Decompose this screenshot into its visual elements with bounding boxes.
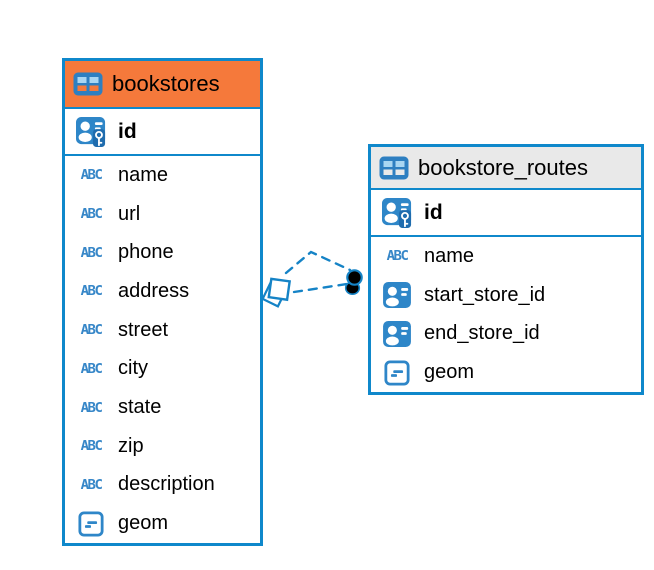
column-row-description[interactable]: ABC description <box>65 466 260 505</box>
table-bookstore-routes[interactable]: bookstore_routes id ABC name start_store… <box>368 144 644 395</box>
column-row-end-store-id[interactable]: end_store_id <box>371 315 641 354</box>
circle-endpoint-upper[interactable] <box>346 269 363 286</box>
column-row-id[interactable]: id <box>371 190 641 237</box>
column-row-address[interactable]: ABC address <box>65 272 260 311</box>
column-list: ABC name ABC url ABC phone ABC address A… <box>65 156 260 543</box>
column-row-street[interactable]: ABC street <box>65 311 260 350</box>
column-name: state <box>118 396 162 419</box>
text-type-icon: ABC <box>80 322 103 338</box>
table-icon <box>73 72 103 96</box>
column-row-url[interactable]: ABC url <box>65 195 260 234</box>
relationship-line-lower[interactable] <box>292 282 349 294</box>
text-type-icon: ABC <box>80 399 103 416</box>
text-type-icon: ABC <box>80 438 103 454</box>
column-row-zip[interactable]: ABC zip <box>65 427 260 466</box>
diamond-endpoint[interactable] <box>267 277 292 302</box>
column-row-phone[interactable]: ABC phone <box>65 233 260 272</box>
column-row-city[interactable]: ABC city <box>65 350 260 389</box>
column-name: phone <box>118 241 174 264</box>
column-name: zip <box>118 434 144 457</box>
column-name: description <box>118 473 215 496</box>
column-name: street <box>118 318 169 341</box>
text-type-icon: ABC <box>80 167 103 183</box>
column-row-state[interactable]: ABC state <box>65 388 260 427</box>
diamond-endpoint-back[interactable] <box>261 282 287 308</box>
column-row-id[interactable]: id <box>65 109 260 156</box>
column-name: start_store_id <box>424 283 546 306</box>
column-name: geom <box>118 512 169 535</box>
column-row-geom[interactable]: geom <box>371 353 641 392</box>
table-header[interactable]: bookstore_routes <box>371 147 641 190</box>
text-type-icon: ABC <box>80 477 103 493</box>
column-row-name[interactable]: ABC name <box>371 237 641 276</box>
text-type-icon: ABC <box>80 361 103 377</box>
geometry-type-icon <box>73 511 109 537</box>
column-name: id <box>118 119 137 143</box>
column-name: geom <box>424 361 475 384</box>
column-row-start-store-id[interactable]: start_store_id <box>371 276 641 315</box>
text-type-icon: ABC <box>80 283 103 300</box>
column-name: id <box>424 200 443 224</box>
table-title: bookstores <box>112 71 220 96</box>
column-name: end_store_id <box>424 322 540 345</box>
column-list: ABC name start_store_id end_store_id geo… <box>371 237 641 392</box>
column-name: name <box>118 163 169 186</box>
column-name: name <box>424 244 475 267</box>
column-row-name[interactable]: ABC name <box>65 156 260 195</box>
foreign-key-icon <box>379 321 415 347</box>
table-icon <box>379 156 409 180</box>
column-name: url <box>118 202 141 225</box>
table-title: bookstore_routes <box>418 154 588 180</box>
column-name: address <box>118 279 190 302</box>
primary-key-icon <box>73 116 109 147</box>
text-type-icon: ABC <box>80 206 103 222</box>
column-name: city <box>118 357 148 380</box>
table-header[interactable]: bookstores <box>65 61 260 109</box>
text-type-icon: ABC <box>386 248 409 264</box>
table-bookstores[interactable]: bookstores id ABC name ABC url ABC phone… <box>62 58 263 546</box>
circle-endpoint-lower[interactable] <box>344 280 361 295</box>
text-type-icon: ABC <box>80 245 103 261</box>
foreign-key-icon <box>379 282 415 308</box>
primary-key-icon <box>379 197 415 228</box>
geometry-type-icon <box>379 360 415 386</box>
column-row-geom[interactable]: geom <box>65 504 260 543</box>
relationship-line-upper[interactable] <box>284 250 352 275</box>
